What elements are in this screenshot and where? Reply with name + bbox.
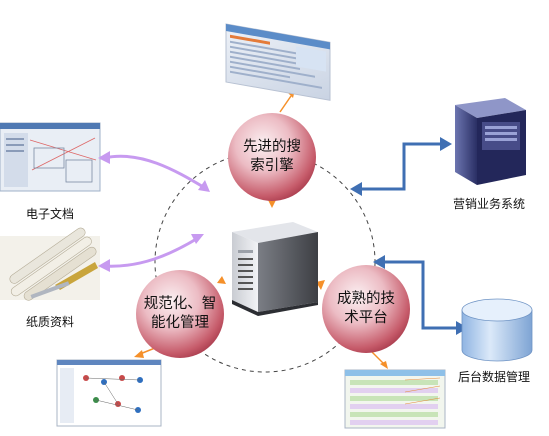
- blue-arrowhead-icon: [373, 255, 385, 269]
- search-engine-line1: 先进的搜: [243, 139, 301, 155]
- tech-platform-label: 成熟的技 术平台: [326, 290, 406, 328]
- standard-management-circle: [136, 270, 224, 358]
- paper-docs-image: [0, 227, 100, 301]
- purple-arrowhead-icon: [98, 259, 110, 272]
- search-engine-line2: 索引擎: [250, 158, 294, 174]
- orange-arrowhead-icon: [380, 361, 388, 369]
- electronic-docs-label: 电子文档: [26, 207, 75, 221]
- purple-arrow-electronic-docs: [103, 154, 206, 190]
- purple-arrow-paper-docs: [103, 236, 199, 268]
- database-icon: [461, 298, 533, 362]
- tech-platform-line2: 术平台: [344, 310, 388, 326]
- tech-platform-line1: 成熟的技: [337, 291, 395, 307]
- marketing-server-icon: [455, 98, 526, 185]
- search-engine-circle: [228, 113, 316, 201]
- platform-screenshot: [344, 369, 446, 429]
- workflow-screenshot: [56, 359, 162, 427]
- cycle-arrow-right-icon: [316, 280, 325, 290]
- central-server-icon: [232, 222, 318, 316]
- blue-arrow-marketing: [358, 142, 443, 191]
- search-engine-label: 先进的搜 索引擎: [232, 138, 312, 176]
- blue-arrowhead-icon: [350, 182, 362, 196]
- cycle-arrow-top-icon: [268, 200, 276, 208]
- blue-arrow-backend: [381, 260, 460, 330]
- purple-arrowhead-icon: [198, 180, 210, 192]
- tech-platform-circle: [322, 265, 410, 353]
- standard-management-line2: 能化管理: [151, 315, 209, 331]
- cycle-arrow-left-icon: [217, 276, 226, 284]
- electronic-docs-image: [0, 122, 101, 192]
- orange-arrowhead-icon: [134, 350, 144, 358]
- search-ui-screenshot: [225, 23, 331, 101]
- orange-arrow-to-search-ui: [279, 95, 292, 113]
- purple-arrowhead-icon: [98, 151, 110, 164]
- marketing-system-label: 营销业务系统: [453, 197, 526, 211]
- paper-docs-label: 纸质资料: [26, 315, 75, 329]
- purple-arrowhead-icon: [191, 234, 204, 244]
- backend-data-label: 后台数据管理: [458, 370, 531, 384]
- standard-management-label: 规范化、智 能化管理: [134, 295, 226, 333]
- blue-arrowhead-icon: [440, 137, 452, 151]
- standard-management-line1: 规范化、智: [143, 296, 217, 312]
